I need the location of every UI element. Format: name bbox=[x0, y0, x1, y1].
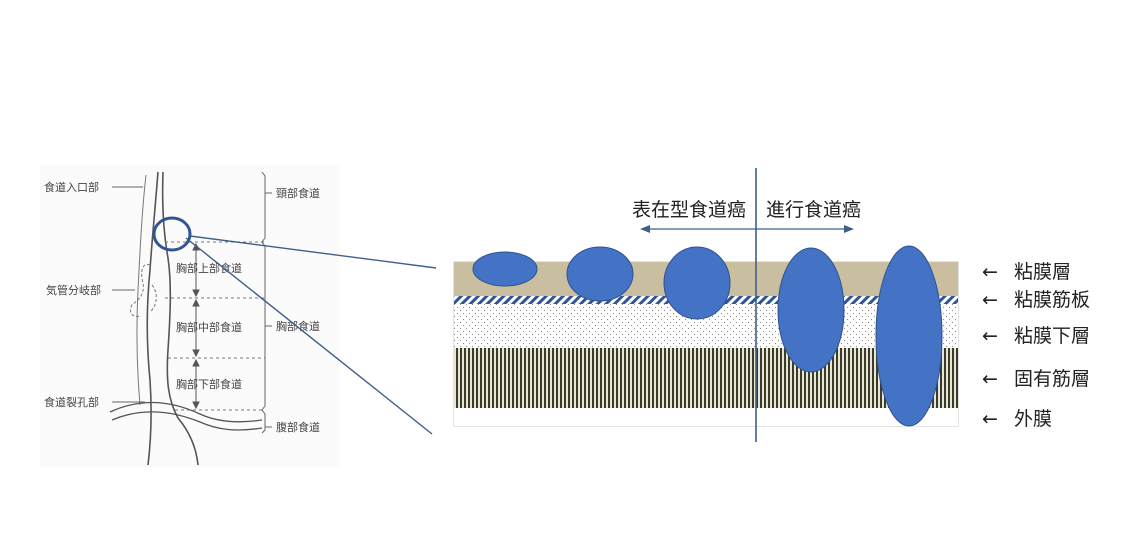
label-bifurcation: 気管分岐部 bbox=[46, 283, 101, 297]
zoom-line-bottom bbox=[185, 237, 433, 435]
layer-label-muscularis-mucosae: 粘膜筋板 bbox=[1014, 289, 1090, 311]
zoom-line-top bbox=[189, 235, 437, 269]
layer-arrow-muscularis-propria: ← bbox=[982, 368, 998, 390]
tumor-muscularis-propria bbox=[777, 247, 845, 373]
tumor-adventitia bbox=[875, 245, 943, 427]
label-hiatus: 食道裂孔部 bbox=[44, 395, 99, 409]
label-thoracic: 胸部食道 bbox=[276, 319, 320, 333]
esophagus-outer-wall bbox=[136, 174, 147, 406]
label-upper-thoracic: 胸部上部食道 bbox=[176, 261, 242, 275]
esophageal-wall-cross-section: 表在型食道癌 進行食道癌 bbox=[453, 168, 959, 442]
tumor-muscularis-mucosae bbox=[566, 246, 634, 302]
bronchus-outline bbox=[149, 284, 157, 313]
layer-adventitia bbox=[454, 408, 958, 426]
zoom-circle bbox=[152, 216, 192, 252]
layer-arrow-muscularis-mucosae: ← bbox=[982, 289, 998, 311]
header-advanced: 進行食道癌 bbox=[766, 199, 861, 221]
layer-label-muscularis-propria: 固有筋層 bbox=[1014, 368, 1090, 390]
layer-legend: ← 粘膜層 ← 粘膜筋板 ← 粘膜下層 ← 固有筋層 ← 外膜 bbox=[982, 261, 1090, 430]
esophagus-anatomy-figure: 食道入口部 気管分岐部 食道裂孔部 頸部食道 胸部上部食道 胸部中部食道 胸部下… bbox=[40, 165, 340, 467]
esophagus-right-wall bbox=[161, 171, 199, 466]
label-middle-thoracic: 胸部中部食道 bbox=[176, 320, 242, 334]
layer-label-adventitia: 外膜 bbox=[1014, 408, 1052, 430]
esophagus-left-wall bbox=[146, 171, 159, 466]
layer-label-submucosa: 粘膜下層 bbox=[1014, 325, 1090, 347]
label-entrance: 食道入口部 bbox=[44, 180, 99, 194]
tumor-submucosal bbox=[663, 246, 731, 320]
header-superficial: 表在型食道癌 bbox=[632, 199, 746, 221]
depth-double-arrow bbox=[640, 225, 854, 233]
label-abdominal: 腹部食道 bbox=[276, 420, 320, 434]
anatomy-background bbox=[40, 165, 340, 467]
label-lower-thoracic: 胸部下部食道 bbox=[176, 377, 242, 391]
layer-arrow-mucosa: ← bbox=[982, 261, 998, 283]
tumor-mucosal bbox=[472, 251, 538, 287]
diaphragm-line-1 bbox=[109, 401, 263, 423]
label-cervical: 頸部食道 bbox=[276, 186, 320, 200]
diaphragm-line-2 bbox=[111, 411, 263, 431]
layer-label-mucosa: 粘膜層 bbox=[1014, 261, 1071, 283]
layer-muscularis-propria bbox=[454, 348, 958, 408]
layer-arrow-submucosa: ← bbox=[982, 325, 998, 347]
layer-arrow-adventitia: ← bbox=[982, 408, 998, 430]
